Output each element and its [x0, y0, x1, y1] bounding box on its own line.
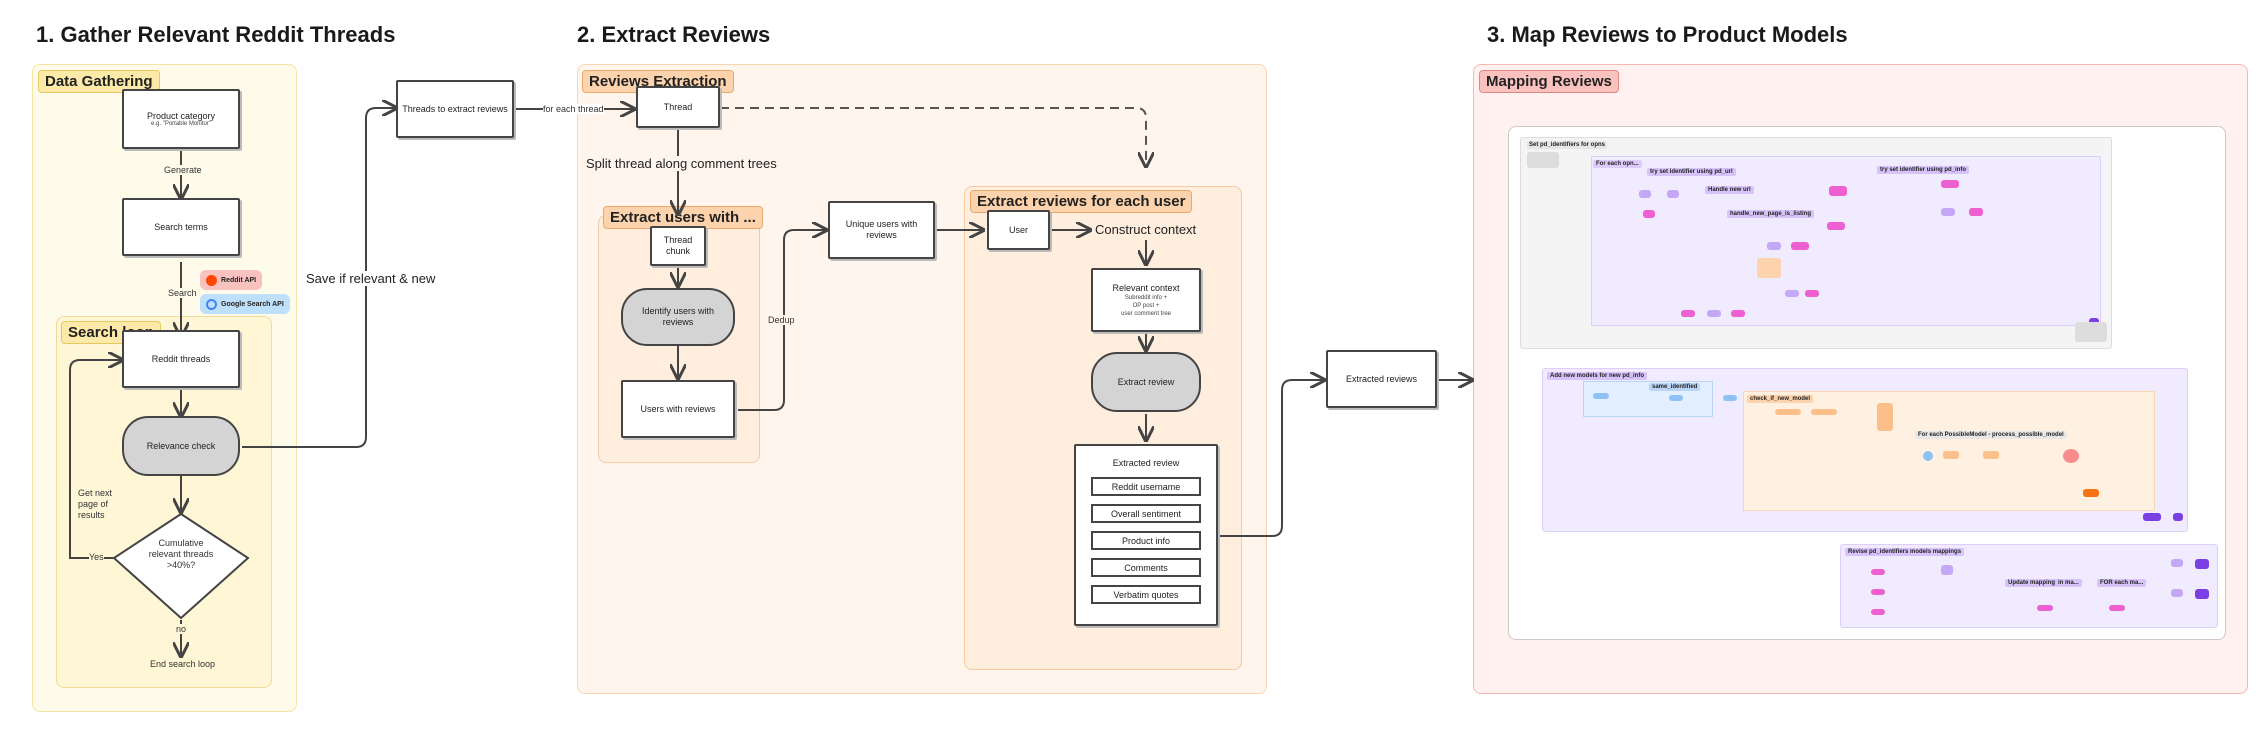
try-info-label: try set identifier using pd_info — [1877, 166, 1970, 174]
get-next-page-label: Get next page of results — [78, 488, 113, 520]
for-each-ma-label: FOR each ma... — [2097, 579, 2147, 587]
relevant-context-title: Relevant context — [1112, 282, 1180, 293]
construct-context-label: Construct context — [1095, 222, 1197, 237]
for-each-possible-label: For each PossibleModel - process_possibl… — [1915, 431, 2067, 439]
google-api-badge: Google Search API — [200, 294, 290, 314]
google-icon — [206, 298, 217, 310]
identify-users-node: Identify users with reviews — [621, 288, 735, 346]
revise-label: Revise pd_identifiers models mappings — [1845, 548, 1965, 556]
data-gathering-tag: Data Gathering — [38, 70, 160, 93]
yes-label: Yes — [89, 552, 104, 562]
extract-reviews-user-tag: Extract reviews for each user — [970, 190, 1193, 213]
same-identified-label: same_identified — [1649, 383, 1701, 391]
extract-review-action-node: Extract review — [1091, 352, 1201, 412]
reddit-api-badge: Reddit API — [200, 270, 263, 290]
relevant-context-sub: Subreddit info + OP post + user comment … — [1120, 294, 1172, 317]
field-product-info: Product info — [1091, 531, 1201, 550]
handle-new-url-label: Handle new url — [1705, 186, 1754, 194]
mini-diagram-set-identifiers: Set pd_identifiers for opns For each opn… — [1520, 137, 2112, 349]
for-each-opn-label: For each opn... — [1593, 160, 1642, 168]
relevance-check-node: Relevance check — [122, 416, 240, 476]
threads-to-extract-node: Threads to extract reviews — [396, 80, 514, 138]
extract-users-tag: Extract users with ... — [603, 206, 763, 229]
purple-region-a — [1591, 156, 2101, 326]
section-title-gather: 1. Gather Relevant Reddit Threads — [36, 22, 396, 47]
field-overall-sentiment: Overall sentiment — [1091, 504, 1201, 523]
save-if-relevant-label: Save if relevant & new — [306, 271, 436, 286]
set-identifiers-label: Set pd_identifiers for opns — [1527, 141, 1608, 149]
users-with-reviews-node: Users with reviews — [621, 380, 735, 438]
update-mappings-label: Update mappings — [2005, 579, 2062, 587]
section-title-extract: 2. Extract Reviews — [577, 22, 771, 47]
search-terms-node: Search terms — [122, 198, 240, 256]
check-new-model-label: check_if_new_model — [1747, 395, 1814, 403]
try-url-label: try set identifier using pd_url — [1647, 168, 1736, 176]
unique-users-node: Unique users with reviews — [828, 201, 935, 259]
field-verbatim-quotes: Verbatim quotes — [1091, 585, 1201, 604]
extracted-review-title: Extracted review — [1112, 458, 1180, 468]
add-new-models-label: Add new models for new pd_info — [1547, 372, 1648, 380]
handle-new-page-label: handle_new_page_is_listing — [1727, 210, 1815, 218]
thread-chunk-node: Thread chunk — [650, 226, 706, 266]
mapping-reviews-tag: Mapping Reviews — [1479, 70, 1619, 93]
decision-label: Cumulative relevant threads >40%? — [148, 538, 214, 570]
field-comments: Comments — [1091, 558, 1201, 577]
generate-label: Generate — [164, 165, 202, 175]
reddit-api-label: Reddit API — [221, 276, 257, 284]
product-category-node: Product category e.g. "Portable Monitor" — [122, 89, 240, 149]
thread-node: Thread — [636, 86, 720, 128]
reddit-icon — [206, 274, 217, 286]
dedup-label: Dedup — [768, 315, 795, 325]
no-label: no — [176, 624, 187, 634]
extracted-reviews-node: Extracted reviews — [1326, 350, 1437, 408]
field-reddit-username: Reddit username — [1091, 477, 1201, 496]
end-search-loop-label: End search loop — [150, 659, 216, 669]
section-title-mapping: 3. Map Reviews to Product Models — [1487, 22, 1848, 47]
reddit-threads-node: Reddit threads — [122, 330, 240, 388]
product-category-example: e.g. "Portable Monitor" — [151, 121, 211, 127]
relevant-context-node: Relevant context Subreddit info + OP pos… — [1091, 268, 1201, 332]
for-each-thread-label: for each thread — [543, 104, 604, 114]
mini-diagram-add-models: Add new models for new pd_info same_iden… — [1542, 368, 2188, 532]
in-ma-label: in ma... — [2055, 579, 2082, 587]
split-thread-label: Split thread along comment trees — [586, 156, 777, 171]
product-category-label: Product category — [146, 111, 216, 121]
decision-diamond — [112, 512, 250, 620]
search-label: Search — [168, 288, 197, 298]
google-api-label: Google Search API — [221, 300, 284, 308]
mini-diagram-revise: Revise pd_identifiers models mappings Up… — [1840, 544, 2218, 628]
user-node: User — [987, 210, 1050, 250]
